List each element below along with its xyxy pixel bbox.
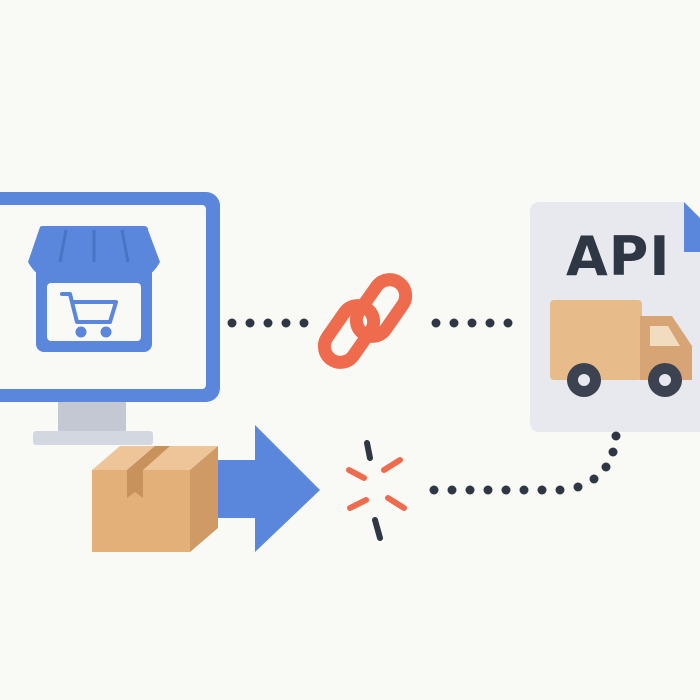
api-label: API [566, 225, 670, 288]
api-document-icon: API [530, 202, 700, 432]
storefront-monitor-icon [0, 192, 220, 445]
monitor-stand-base [33, 431, 153, 445]
store-building-icon [28, 226, 160, 352]
delivery-truck-icon [550, 300, 692, 397]
truck-window [650, 326, 680, 346]
monitor-stand-neck [58, 398, 126, 434]
awning-scallops [28, 262, 160, 276]
package-box-icon [92, 446, 218, 552]
connection-dots-right [431, 318, 513, 328]
box-side [190, 446, 218, 552]
awning-stripes [58, 229, 130, 263]
shopping-cart-icon [60, 292, 118, 338]
broken-link-icon [346, 440, 407, 541]
document-fold-icon [684, 202, 700, 252]
store-window [47, 283, 141, 341]
connection-dots-return [429, 431, 621, 495]
truck-cargo [550, 300, 642, 380]
connection-dots-left [227, 318, 309, 328]
box-tape [127, 446, 170, 498]
chain-link-icon [317, 273, 413, 369]
right-arrow-icon [200, 425, 320, 552]
